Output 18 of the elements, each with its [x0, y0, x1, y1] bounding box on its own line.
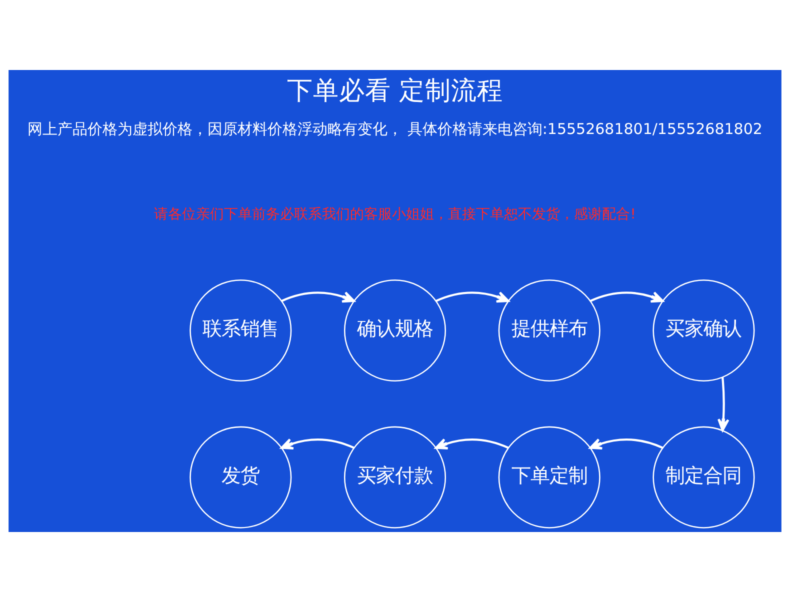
node-circle: 买家确认	[652, 278, 755, 381]
arrow	[434, 438, 509, 449]
arrow	[589, 438, 663, 449]
node-circle: 买家付款	[344, 426, 446, 528]
arrow	[590, 290, 664, 302]
node-circle: 下单定制	[498, 426, 600, 528]
node-circle: 确认规格	[344, 278, 446, 381]
arrow	[718, 376, 730, 431]
node-circle: 提供样布	[498, 278, 600, 381]
diagram-title: 下单必看 定制流程	[286, 76, 504, 106]
node-circle: 联系销售	[190, 278, 292, 381]
arrow	[280, 438, 354, 449]
node-circle: 制定合同	[652, 426, 755, 528]
node-circle: 发货	[190, 426, 292, 528]
label: 网上产品价格为虚拟价格，因原材料价格浮动略有变化， 具体价格请来电咨询:15552681801/15552681802	[28, 119, 762, 138]
label: 请各位亲们下单前务必联系我们的客服小姐姐，直接下单恕不发货，感谢配合!	[154, 206, 636, 222]
arrow	[436, 290, 510, 302]
arrow	[281, 290, 355, 302]
